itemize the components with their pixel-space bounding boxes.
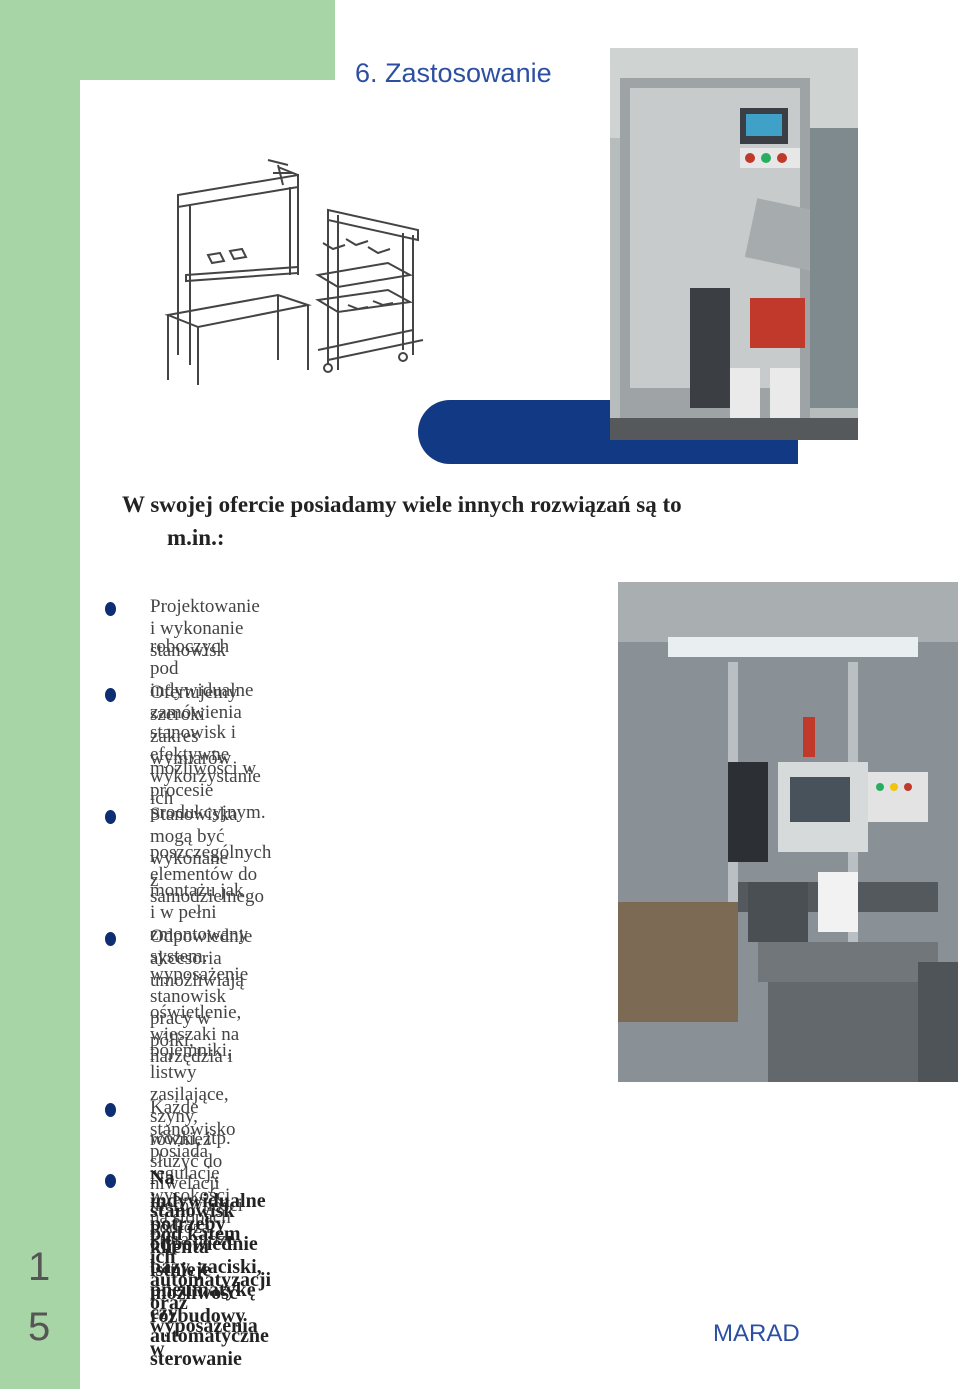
list-item-line: również służyć do niwelacji nierówności …: [150, 1129, 243, 1238]
bullet-icon: [105, 932, 116, 946]
list-item-line: Projektowanie i wykonanie stanowisk: [150, 596, 260, 661]
intro-line-2: m.in.:: [167, 525, 225, 550]
header-green-tab: [80, 0, 335, 80]
list-item-line: pojemniki, listwy zasilające, szyny, wóz…: [150, 1040, 232, 1149]
bullet-icon: [105, 602, 116, 616]
list-item-line: Na indywidualne potrzeby klienta istniej…: [150, 1167, 266, 1327]
intro-heading: W swojej ofercie posiadamy wiele innych …: [122, 488, 822, 554]
list-item-line: Każde stanowisko posiada regulację wysok…: [150, 1097, 236, 1250]
bullet-icon: [105, 1174, 116, 1188]
left-green-bar: [0, 0, 80, 1389]
list-item-line: oświetlenie, wieszaki na narzędzia i: [150, 1002, 242, 1067]
bullet-icon: [105, 1103, 116, 1117]
list-item-line: Odpowiednie akcesoria umożliwiają: [150, 926, 253, 991]
page-number-digit-1: 1: [28, 1245, 51, 1289]
brand-footer: MARAD: [713, 1320, 800, 1347]
list-item-line: poszczególnych elementów do samodzielneg…: [150, 842, 272, 907]
list-item-line: Stanowiska mogą być wykonane z: [150, 804, 238, 891]
bullet-icon: [105, 688, 116, 702]
section-title: 6. Zastosowanie: [355, 58, 552, 88]
workstation-diagram: [148, 155, 443, 387]
list-item-line: możliwości w procesie produkcyjnym.: [150, 758, 266, 823]
list-item-line: wyposażenie stanowisk pracy w półki,: [150, 964, 249, 1051]
list-item-line: montażu jak i w pełni zmontowany system.: [150, 880, 249, 967]
bullet-icon: [105, 810, 116, 824]
list-item-line: Ofertujemy szeroki zakres wymiarów: [150, 682, 238, 769]
list-item-line: odpowiednie bazy, zaciski, pneumatykę cz…: [150, 1233, 269, 1370]
list-item-line: stanowisk pod kątem ich automatyzacji or…: [150, 1200, 272, 1360]
workstation-photo: [618, 582, 958, 1082]
page-number-digit-2: 5: [28, 1305, 51, 1349]
list-item-line: stanowisk i efektywne wykorzystanie ich: [150, 722, 261, 809]
machine-photo-top: [610, 48, 858, 440]
list-item-line: roboczych pod indywidualne zamówienia: [150, 636, 254, 723]
intro-line-1: W swojej ofercie posiadamy wiele innych …: [122, 492, 682, 517]
